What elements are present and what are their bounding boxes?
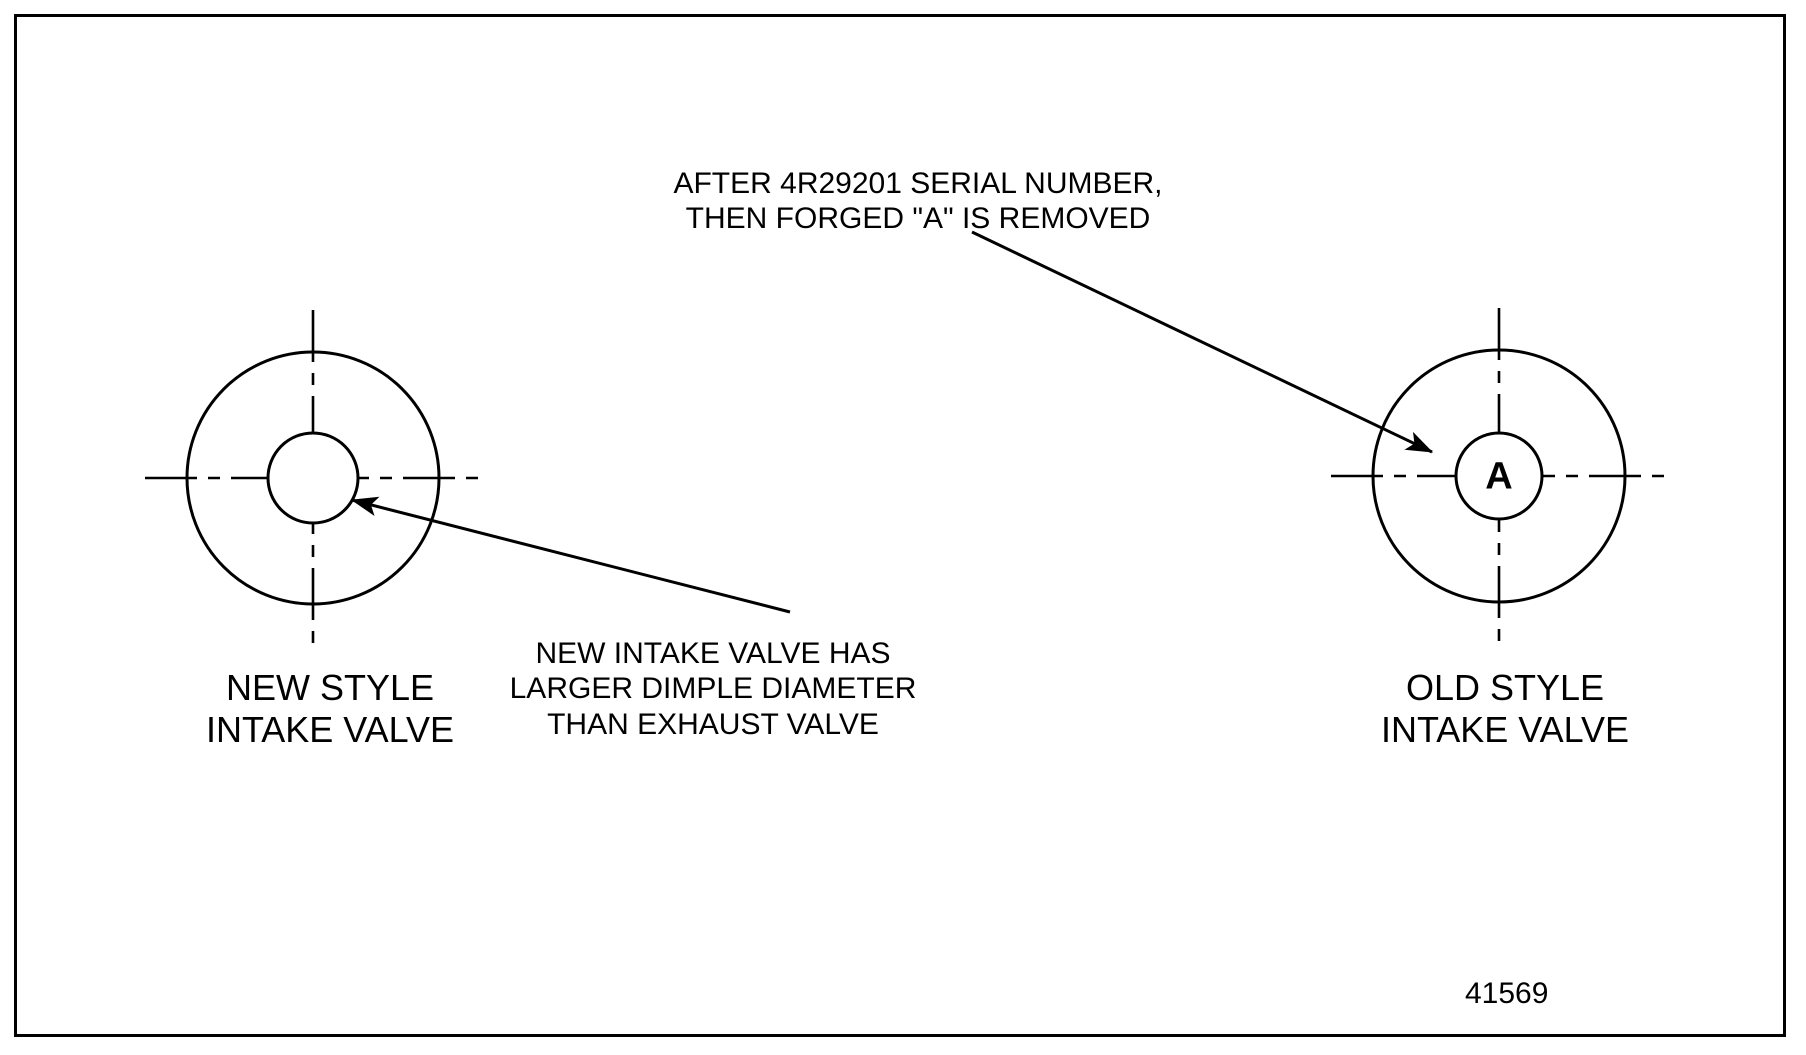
old-style-label-line-1: OLD STYLE bbox=[1405, 667, 1605, 708]
dimple-note-leader-line bbox=[350, 496, 791, 614]
old-valve-dimple-circle bbox=[1454, 431, 1544, 521]
forged-note-leader-line bbox=[971, 230, 1434, 454]
old-valve-outer-circle bbox=[1371, 348, 1627, 604]
forged-a-removed-note: AFTER 4R29201 SERIAL NUMBER,THEN FORGED … bbox=[673, 166, 1162, 237]
forged-note-line-2: THEN FORGED "A" IS REMOVED bbox=[685, 202, 1151, 236]
dimple-note-line-3: THAN EXHAUST VALVE bbox=[547, 707, 879, 741]
forged-note-line-1: AFTER 4R29201 SERIAL NUMBER, bbox=[673, 167, 1163, 200]
new-valve-outer-circle bbox=[185, 350, 441, 606]
new-style-label-line-2: INTAKE VALVE bbox=[205, 709, 455, 751]
old-style-intake-valve-drawing bbox=[1331, 308, 1667, 644]
old-valve-forged-a-marking: A bbox=[1485, 455, 1513, 498]
dimple-note-line-1: NEW INTAKE VALVE HAS bbox=[535, 637, 891, 670]
new-valve-dimple-circle bbox=[266, 431, 360, 525]
new-style-label-line-1: NEW STYLE bbox=[225, 667, 435, 708]
old-style-label-line-2: INTAKE VALVE bbox=[1380, 709, 1630, 751]
figure-border-frame bbox=[14, 14, 1786, 1037]
dimple-note-line-2: LARGER DIMPLE DIAMETER bbox=[509, 672, 917, 706]
figure-number: 41569 bbox=[1465, 977, 1549, 1010]
new-style-intake-valve-drawing bbox=[145, 310, 481, 646]
